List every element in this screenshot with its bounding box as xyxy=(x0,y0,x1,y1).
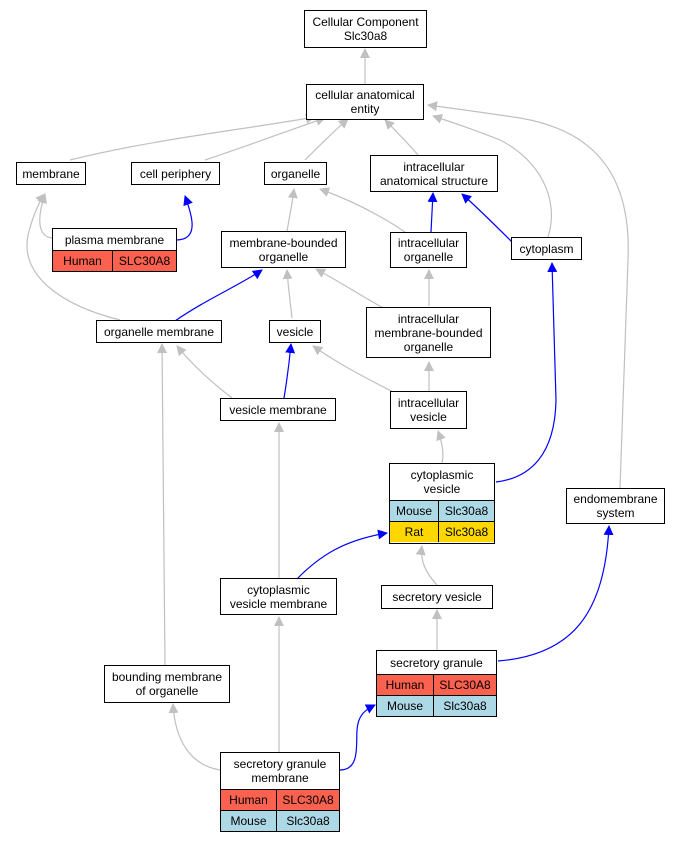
node-plasma-membrane: plasma membrane Human SLC30A8 xyxy=(52,228,177,272)
node-cytoplasmic-vesicle: cytoplasmic vesicle Mouse Slc30a8 Rat Sl… xyxy=(389,463,495,544)
edge-organelle-cae xyxy=(304,118,349,161)
species-cell: Human xyxy=(221,790,276,810)
species-cell: Rat xyxy=(390,522,438,542)
table-row: Human SLC30A8 xyxy=(53,250,176,271)
edge-cytoplasm-cae xyxy=(432,114,552,238)
species-cell: Human xyxy=(53,251,112,271)
node-cell-periphery: cell periphery xyxy=(131,162,220,185)
gene-cell: SLC30A8 xyxy=(276,790,339,810)
node-secretory-vesicle: secretory vesicle xyxy=(381,585,493,609)
gene-cell: SLC30A8 xyxy=(433,675,496,695)
edge-imbo-mbo xyxy=(315,268,386,310)
edge-cv-iv xyxy=(436,430,446,464)
gene-cell: Slc30a8 xyxy=(276,811,339,831)
table-row: Human SLC30A8 xyxy=(377,674,496,695)
table-title: secretory granule membrane xyxy=(233,757,327,785)
edge-om-membrane xyxy=(26,193,121,321)
node-intracellular-anatomical-structure: intracellular anatomical structure xyxy=(370,155,498,192)
edge-cvm-cv xyxy=(295,529,388,581)
edge-io-organelle xyxy=(319,187,406,233)
node-secretory-granule-membrane: secretory granule membrane Human SLC30A8… xyxy=(220,752,340,832)
node-intracellular-vesicle: intracellular vesicle xyxy=(390,391,467,429)
edge-bmo-om xyxy=(157,343,168,666)
edge-sg-endo xyxy=(497,525,614,662)
node-cytoplasm: cytoplasm xyxy=(511,237,582,260)
edge-cv-cytoplasm xyxy=(495,262,558,483)
node-intracellular-organelle: intracellular organelle xyxy=(390,232,467,268)
edge-mbo-organelle xyxy=(286,188,298,232)
node-organelle: organelle xyxy=(264,162,327,185)
gene-cell: Slc30a8 xyxy=(438,501,494,521)
blue-edges xyxy=(174,192,614,771)
edge-vm-om xyxy=(176,345,233,399)
node-bounding-membrane-of-organelle: bounding membrane of organelle xyxy=(104,665,230,703)
species-cell: Human xyxy=(377,675,433,695)
table-title: cytoplasmic vesicle xyxy=(410,468,474,496)
edge-iv-vesicle xyxy=(312,345,396,394)
table-row: Mouse Slc30a8 xyxy=(377,695,496,716)
edge-om-mbo xyxy=(174,269,263,322)
table-row: Human SLC30A8 xyxy=(221,789,339,810)
edge-vm-vesicle xyxy=(283,343,296,399)
gene-cell: Slc30a8 xyxy=(438,522,494,542)
species-cell: Mouse xyxy=(390,501,438,521)
edge-pm-cellperiphery xyxy=(175,195,193,241)
edge-endo-cae xyxy=(427,101,629,489)
edge-vesicle-mbo xyxy=(282,269,293,319)
node-membrane: membrane xyxy=(16,162,86,185)
table-row: Mouse Slc30a8 xyxy=(390,500,494,521)
node-vesicle: vesicle xyxy=(269,320,321,343)
node-cytoplasmic-vesicle-membrane: cytoplasmic vesicle membrane xyxy=(220,578,337,615)
table-row: Mouse Slc30a8 xyxy=(221,810,339,831)
table-title: plasma membrane xyxy=(64,232,165,247)
node-organelle-membrane: organelle membrane xyxy=(96,320,222,343)
node-cellular-anatomical-entity: cellular anatomical entity xyxy=(306,84,424,120)
edge-pm-membrane xyxy=(37,193,53,239)
node-intracellular-membrane-bounded-organelle: intracellular membrane-bounded organelle xyxy=(366,307,491,358)
species-cell: Mouse xyxy=(377,696,433,716)
table-row: Rat Slc30a8 xyxy=(390,521,494,542)
gene-cell: SLC30A8 xyxy=(112,251,176,271)
gene-cell: Slc30a8 xyxy=(433,696,496,716)
gray-edges xyxy=(26,48,629,771)
edge-sgm-bmo xyxy=(168,703,221,771)
edge-io-ias xyxy=(427,192,438,233)
node-vesicle-membrane: vesicle membrane xyxy=(220,398,336,421)
edge-sgm-sg xyxy=(339,704,376,771)
species-cell: Mouse xyxy=(221,811,276,831)
node-endomembrane-system: endomembrane system xyxy=(566,488,665,524)
table-title: secretory granule xyxy=(390,655,483,670)
edge-cellperiphery-cae xyxy=(204,116,326,161)
node-cellular-component: Cellular Component Slc30a8 xyxy=(304,10,427,48)
node-membrane-bounded-organelle: membrane-bounded organelle xyxy=(221,231,346,268)
edge-sv-cv xyxy=(415,545,438,586)
edge-membrane-cae xyxy=(69,113,316,161)
edge-ias-cae xyxy=(384,119,419,156)
edge-cytoplasm-ias xyxy=(461,193,513,243)
node-secretory-granule: secretory granule Human SLC30A8 Mouse Sl… xyxy=(376,650,497,717)
